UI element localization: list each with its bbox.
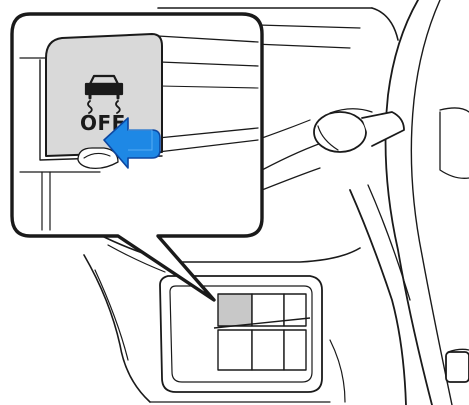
steering-wheel: [313, 0, 469, 405]
highlighted-switch: [217, 293, 253, 327]
traction-control-off-icon: [84, 74, 124, 114]
switch-panel: [159, 275, 323, 393]
press-arrow-icon: [103, 117, 161, 169]
